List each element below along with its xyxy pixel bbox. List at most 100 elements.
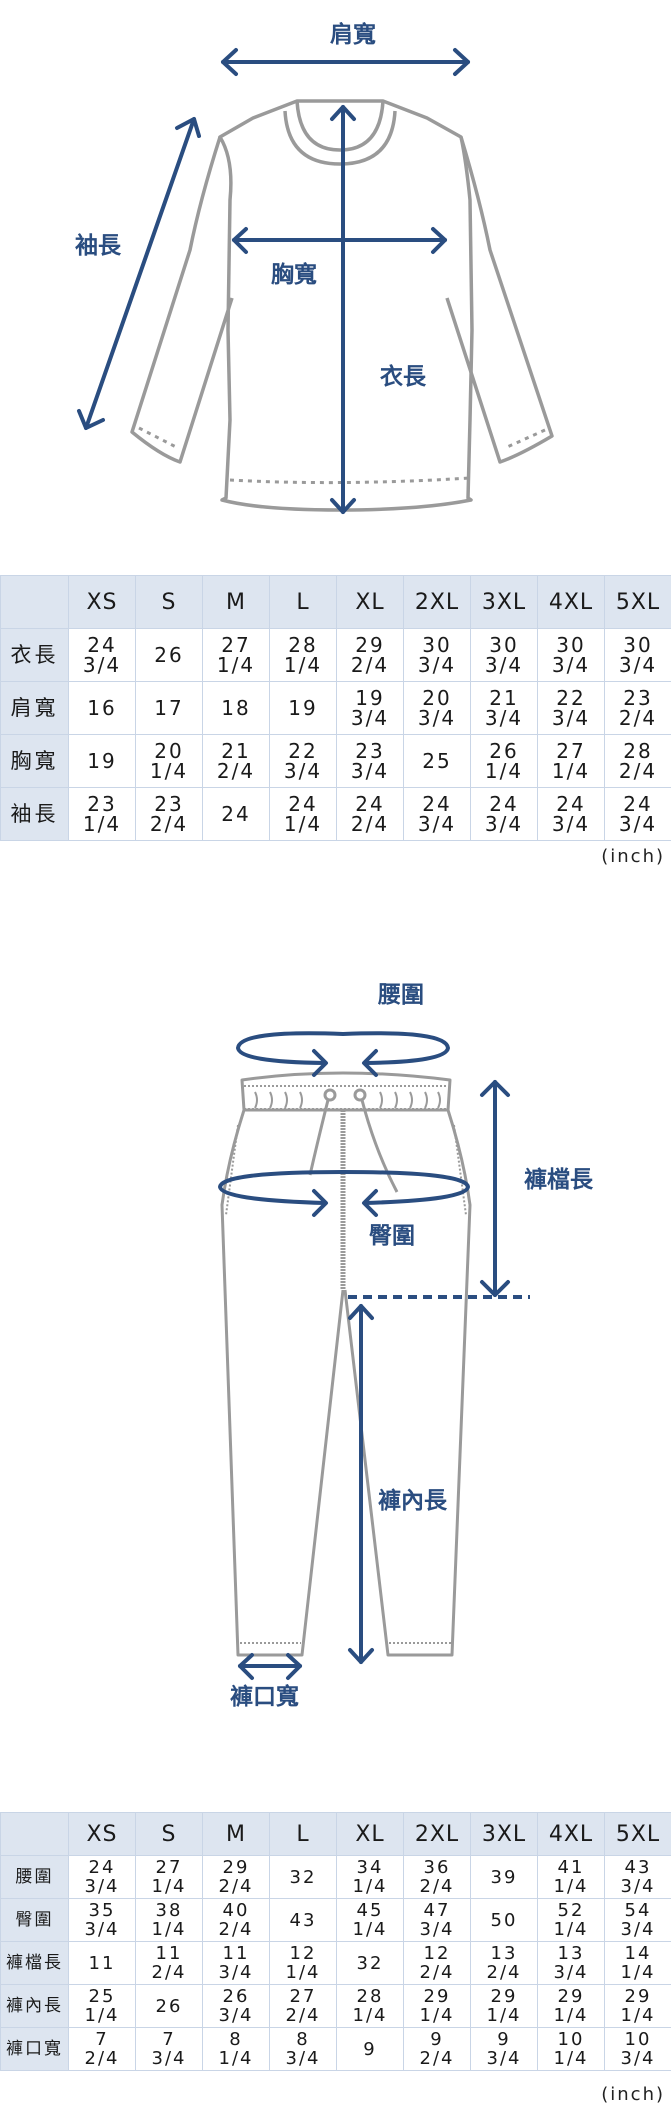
whole-inches: 24 [355, 792, 385, 816]
size-header: 3XL [470, 575, 538, 629]
fraction-inches: 1/4 [218, 2048, 254, 2069]
whole-inches: 25 [88, 1986, 116, 2007]
corner-cell [0, 575, 69, 629]
whole-inches: 24 [88, 1857, 116, 1878]
whole-inches: 17 [154, 696, 184, 720]
whole-inches: 25 [422, 749, 452, 773]
size-header: S [135, 1812, 203, 1856]
whole-inches: 34 [356, 1857, 384, 1878]
size-header: 2XL [403, 575, 471, 629]
fraction-inches: 3/4 [285, 2048, 321, 2069]
fraction-inches: 1/4 [82, 812, 122, 836]
size-header: M [202, 575, 270, 629]
fraction-inches: 3/4 [484, 812, 524, 836]
whole-inches: 9 [497, 2029, 511, 2050]
measurement-value: 26 [135, 628, 203, 682]
fraction-inches: 1/4 [484, 759, 524, 783]
measurement-value: 26 [135, 1984, 203, 2028]
whole-inches: 9 [430, 2029, 444, 2050]
whole-inches: 10 [624, 2029, 652, 2050]
whole-inches: 14 [624, 1943, 652, 1964]
fraction-inches: 3/4 [218, 1962, 254, 1983]
whole-inches: 29 [423, 1986, 451, 2007]
measurement-label: 肩寬 [0, 681, 69, 735]
whole-inches: 32 [289, 1866, 317, 1888]
fraction-inches: 2/4 [486, 1962, 522, 1983]
size-header: XS [68, 575, 136, 629]
measurement-value: 25 [403, 734, 471, 788]
whole-inches: 26 [489, 739, 519, 763]
fraction-inches: 3/4 [151, 2048, 187, 2069]
measurement-label: 臀圍 [0, 1898, 69, 1942]
whole-inches: 24 [489, 792, 519, 816]
size-header: M [202, 1812, 270, 1856]
whole-inches: 24 [556, 792, 586, 816]
whole-inches: 27 [155, 1857, 183, 1878]
fraction-inches: 3/4 [484, 706, 524, 730]
whole-inches: 16 [87, 696, 117, 720]
size-header: XL [336, 1812, 404, 1856]
whole-inches: 11 [222, 1943, 250, 1964]
whole-inches: 23 [87, 792, 117, 816]
fraction-inches: 2/4 [419, 2048, 455, 2069]
whole-inches: 22 [288, 739, 318, 763]
whole-inches: 30 [556, 633, 586, 657]
size-header: 5XL [604, 575, 671, 629]
whole-inches: 35 [88, 1900, 116, 1921]
whole-inches: 24 [422, 792, 452, 816]
sleeve-length-label: 袖長 [75, 232, 122, 259]
whole-inches: 30 [489, 633, 519, 657]
fraction-inches: 3/4 [84, 1876, 120, 1897]
whole-inches: 8 [296, 2029, 310, 2050]
whole-inches: 7 [95, 2029, 109, 2050]
fraction-inches: 3/4 [417, 653, 457, 677]
measurement-label: 衣長 [0, 628, 69, 682]
hip-label: 臀圍 [369, 1223, 415, 1249]
fraction-inches: 3/4 [218, 2005, 254, 2026]
fraction-inches: 1/4 [486, 2005, 522, 2026]
whole-inches: 28 [623, 739, 653, 763]
size-header: XS [68, 1812, 136, 1856]
fraction-inches: 1/4 [283, 812, 323, 836]
fraction-inches: 3/4 [618, 812, 658, 836]
pants-illustration: 腰圍 臀圍 褲檔長 褲內長 褲口寬 [218, 982, 594, 1710]
fraction-inches: 1/4 [620, 2005, 656, 2026]
fraction-inches: 3/4 [551, 812, 591, 836]
fraction-inches: 2/4 [618, 759, 658, 783]
size-header: 2XL [403, 1812, 471, 1856]
whole-inches: 21 [221, 739, 251, 763]
fraction-inches: 2/4 [84, 2048, 120, 2069]
long-sleeve-shirt-illustration: 肩寬 袖長 胸寬 衣長 [75, 21, 554, 514]
